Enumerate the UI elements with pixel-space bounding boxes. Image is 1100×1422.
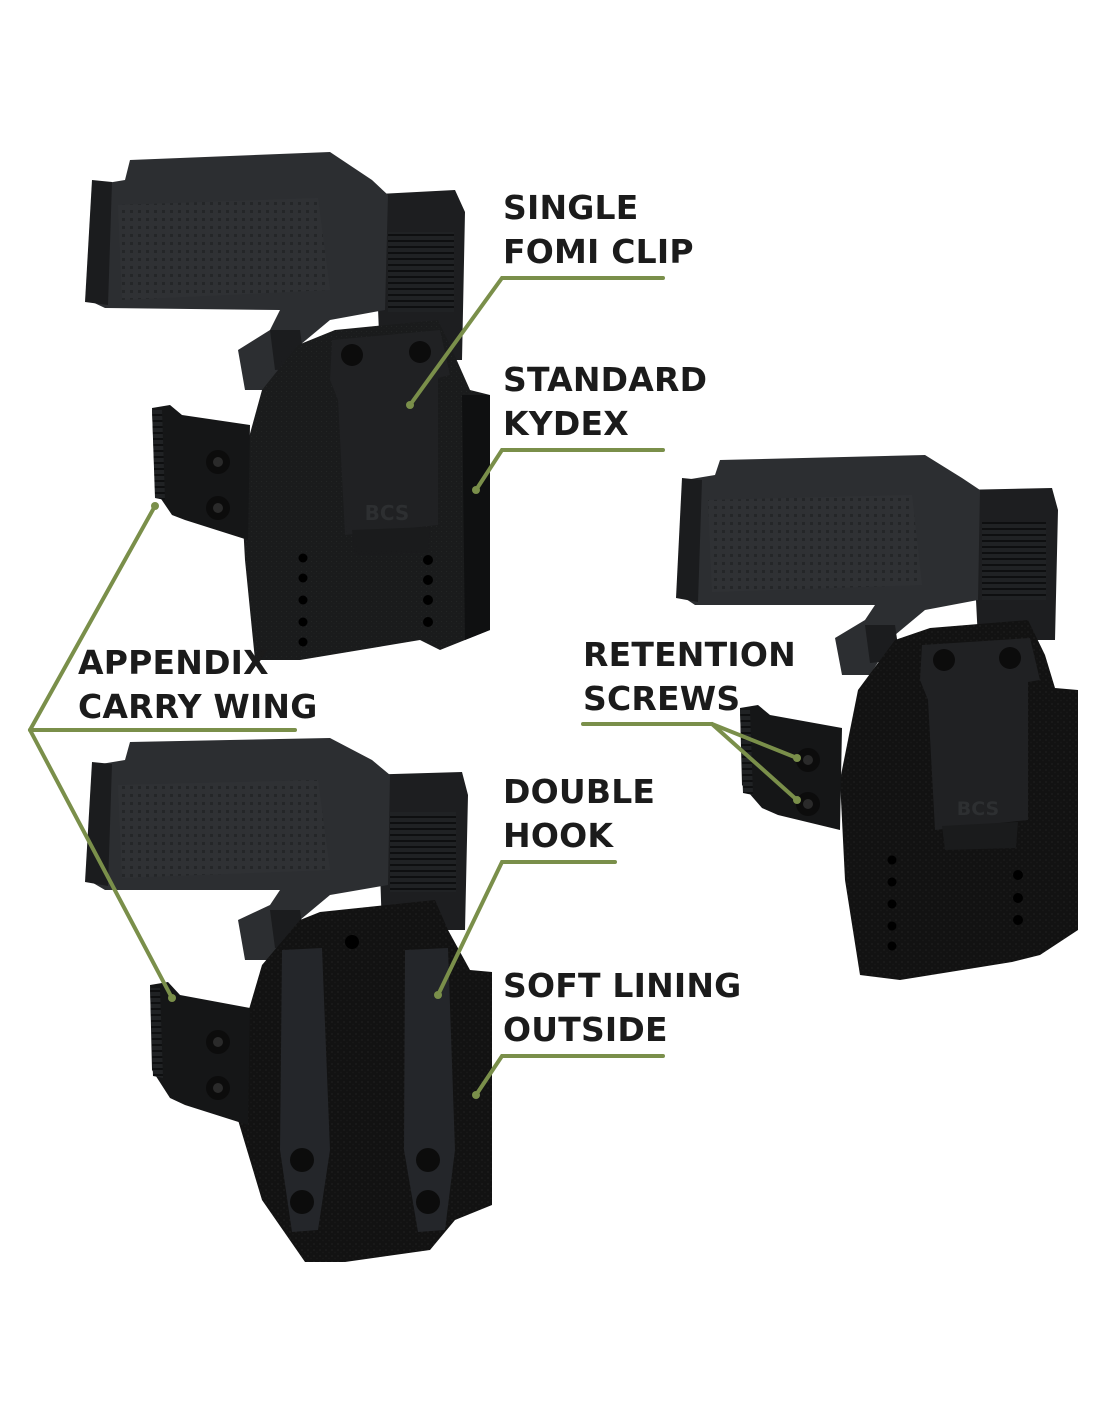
leader-retention-screws-second xyxy=(710,722,799,802)
fomi-clip: BCS xyxy=(920,638,1040,850)
label-line: KYDEX xyxy=(503,404,629,443)
double-hook-clip-left xyxy=(280,948,330,1232)
clip-logo: BCS xyxy=(957,798,999,820)
leader-single-fomi-clip xyxy=(408,276,665,407)
label-line: SOFT LINING xyxy=(503,966,742,1005)
appendix-wing xyxy=(150,982,250,1125)
label-line: CARRY WING xyxy=(78,687,318,726)
screw-icon xyxy=(409,341,431,363)
clip-logo: BCS xyxy=(365,501,410,525)
screw-icon xyxy=(416,1148,440,1172)
appendix-wing xyxy=(740,705,842,830)
label-line: DOUBLE xyxy=(503,772,656,811)
leader-lines xyxy=(28,276,801,1099)
screw-icon xyxy=(999,647,1021,669)
label-line: APPENDIX xyxy=(78,643,269,682)
leader-double-hook xyxy=(436,860,617,997)
appendix-wing xyxy=(152,405,250,540)
label-standard-kydex: STANDARD KYDEX xyxy=(503,358,707,446)
screw-icon xyxy=(290,1148,314,1172)
label-line: OUTSIDE xyxy=(503,1010,668,1049)
holster-shell xyxy=(238,900,492,1262)
pistol-icon xyxy=(85,152,465,390)
label-double-hook: DOUBLE HOOK xyxy=(503,770,655,858)
label-line: SCREWS xyxy=(583,679,741,718)
label-appendix-carry-wing: APPENDIX CARRY WING xyxy=(78,641,318,729)
pistol-icon xyxy=(85,738,468,960)
holster-kydex-single-clip: BCS xyxy=(85,152,490,660)
label-line: STANDARD xyxy=(503,360,708,399)
holster-lined-single-clip: BCS xyxy=(676,455,1078,980)
label-single-fomi-clip: SINGLE FOMI CLIP xyxy=(503,186,694,274)
leader-soft-lining-outside xyxy=(474,1054,665,1097)
fomi-clip: BCS xyxy=(330,330,450,555)
label-line: RETENTION xyxy=(583,635,796,674)
label-line: SINGLE xyxy=(503,188,639,227)
label-soft-lining-outside: SOFT LINING OUTSIDE xyxy=(503,964,741,1052)
screw-icon xyxy=(933,649,955,671)
leader-standard-kydex xyxy=(474,448,665,492)
leader-appendix-to-bottom-wing xyxy=(28,728,174,1000)
holster-lined-double-hook xyxy=(85,738,492,1262)
double-hook-clip-right xyxy=(404,948,455,1232)
label-line: HOOK xyxy=(503,816,614,855)
screw-icon xyxy=(416,1190,440,1214)
screw-icon xyxy=(341,344,363,366)
label-line: FOMI CLIP xyxy=(503,232,694,271)
screw-icon xyxy=(290,1190,314,1214)
pistol-icon xyxy=(676,455,1058,675)
label-retention-screws: RETENTION SCREWS xyxy=(583,633,796,721)
leader-appendix-to-top-wing xyxy=(28,504,157,732)
